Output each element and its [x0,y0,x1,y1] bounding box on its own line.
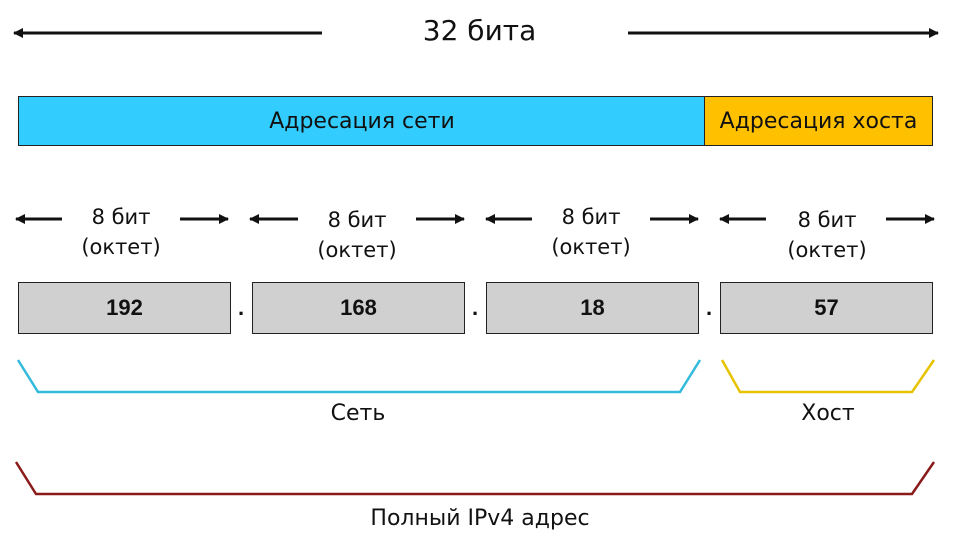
host-bracket [720,359,936,394]
octet-separator: . [705,295,713,320]
octet-label-bits: 8 бит [561,205,621,229]
octet-separator: . [471,295,479,320]
octet-separator: . [237,295,245,320]
octet-label-bits: 8 бит [91,205,151,229]
octet4-box: 57 [720,282,933,334]
octet4-label: 8 бит (октет) [757,205,897,265]
octet-label-bits: 8 бит [327,208,387,232]
network-addressing-bar: Адресация сети [18,96,706,146]
octet-label-octet: (октет) [81,235,161,259]
host-caption: Хост [801,401,855,426]
octet3-label: 8 бит (октет) [521,202,661,262]
octet1-label: 8 бит (октет) [51,202,191,262]
octet-label-octet: (октет) [787,238,867,262]
octet-label-bits: 8 бит [797,208,857,232]
octet2-box: 168 [252,282,465,334]
network-caption: Сеть [330,401,386,426]
bit-width-title: 32 бита [422,14,537,47]
host-addressing-bar: Адресация хоста [704,96,933,146]
octet-label-octet: (октет) [317,238,397,262]
octet-label-octet: (октет) [551,235,631,259]
octet2-label: 8 бит (октет) [287,205,427,265]
octet1-box: 192 [18,282,231,334]
full-address-bracket [14,461,936,496]
octet3-box: 18 [486,282,699,334]
network-bracket [16,359,702,394]
full-address-caption: Полный IPv4 адрес [370,506,590,531]
